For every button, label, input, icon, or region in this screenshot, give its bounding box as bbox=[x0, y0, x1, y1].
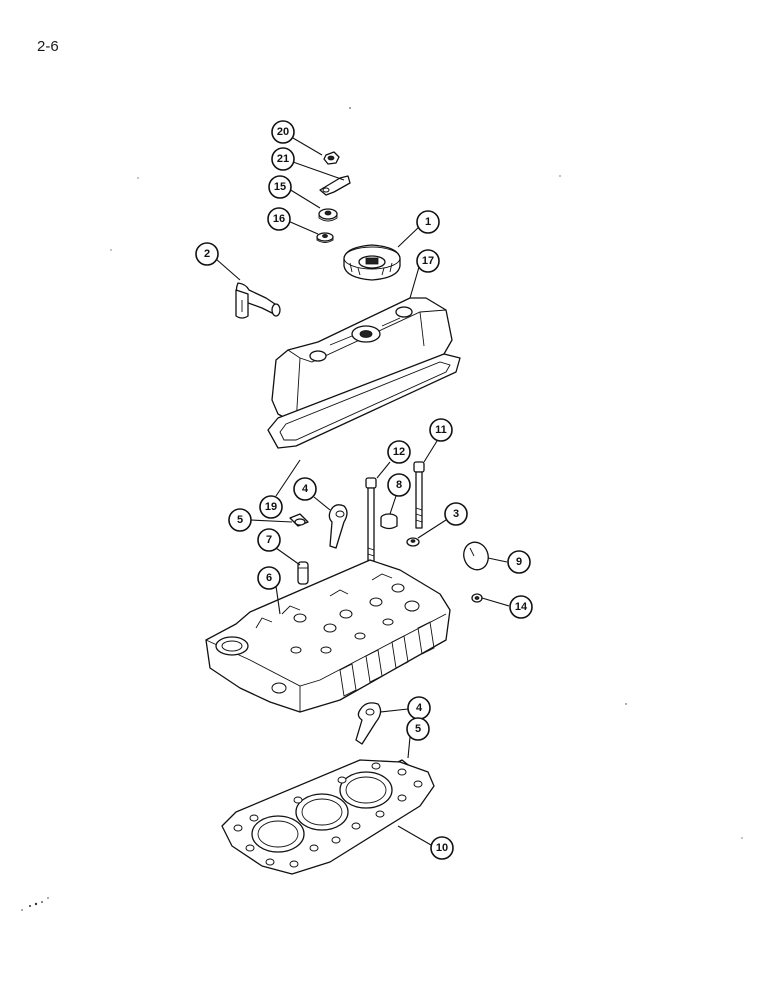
callout-11: 11 bbox=[429, 418, 453, 442]
part-lifting-eye-4-upper bbox=[328, 504, 348, 549]
callout-20: 20 bbox=[271, 120, 295, 144]
part-nut-20 bbox=[323, 151, 340, 165]
callout-2-label: 2 bbox=[204, 248, 210, 260]
callout-4-lower: 4 bbox=[407, 696, 431, 720]
part-breather-hose-2 bbox=[235, 282, 281, 319]
callout-4-upper-label: 4 bbox=[302, 483, 309, 495]
callout-6-label: 6 bbox=[266, 572, 272, 584]
callout-15-label: 15 bbox=[274, 181, 286, 193]
part-valve-cover-17 bbox=[271, 297, 453, 425]
leader-lines bbox=[215, 137, 510, 846]
scan-specks bbox=[21, 107, 743, 911]
callout-4-upper: 4 bbox=[293, 477, 317, 501]
part-expansion-plug-9 bbox=[463, 541, 489, 571]
callout-14-label: 14 bbox=[515, 601, 528, 613]
callout-17-label: 17 bbox=[422, 255, 434, 267]
callout-5-lower-label: 5 bbox=[415, 723, 421, 735]
part-washer-3 bbox=[406, 537, 420, 547]
part-bracket-21 bbox=[319, 175, 351, 196]
callout-19: 19 bbox=[259, 495, 283, 519]
part-oil-filler-cap-1 bbox=[343, 244, 401, 281]
callout-2: 2 bbox=[195, 242, 219, 266]
part-washer-15 bbox=[318, 208, 338, 222]
callout-21: 21 bbox=[271, 147, 295, 171]
callout-3-label: 3 bbox=[453, 508, 459, 520]
callout-20-label: 20 bbox=[277, 126, 289, 138]
part-head-gasket-10 bbox=[221, 759, 435, 875]
callout-8-label: 8 bbox=[396, 479, 402, 491]
callout-7-label: 7 bbox=[266, 534, 272, 546]
callout-12: 12 bbox=[387, 440, 411, 464]
part-stud-bolt-11 bbox=[413, 461, 425, 529]
callout-10-label: 10 bbox=[436, 842, 448, 854]
callout-11-label: 11 bbox=[435, 424, 447, 436]
callout-9-label: 9 bbox=[516, 556, 522, 568]
callout-17: 17 bbox=[416, 249, 440, 273]
part-seal-8 bbox=[380, 513, 398, 530]
callout-1: 1 bbox=[416, 210, 440, 234]
callout-8: 8 bbox=[387, 473, 411, 497]
part-washer-16 bbox=[316, 232, 334, 243]
callout-16: 16 bbox=[267, 207, 291, 231]
callout-7: 7 bbox=[257, 528, 281, 552]
callout-5-upper: 5 bbox=[228, 508, 252, 532]
part-plug-5-upper bbox=[289, 513, 309, 527]
callout-5-lower: 5 bbox=[406, 717, 430, 741]
part-rocker-cover-gasket-19 bbox=[267, 353, 461, 449]
callout-3: 3 bbox=[444, 502, 468, 526]
page-number: 2-6 bbox=[37, 38, 59, 55]
callout-16-label: 16 bbox=[273, 213, 285, 225]
callout-15: 15 bbox=[268, 175, 292, 199]
callout-19-label: 19 bbox=[265, 501, 277, 513]
callout-10: 10 bbox=[430, 836, 454, 860]
part-lifting-eye-4-lower bbox=[355, 702, 382, 745]
part-dowel-7 bbox=[297, 561, 309, 585]
callout-6: 6 bbox=[257, 566, 281, 590]
part-stud-bolt-12 bbox=[365, 477, 377, 571]
callout-14: 14 bbox=[509, 595, 533, 619]
callout-21-label: 21 bbox=[277, 153, 289, 165]
callout-4-lower-label: 4 bbox=[416, 702, 423, 714]
callout-12-label: 12 bbox=[393, 446, 405, 458]
callout-5-upper-label: 5 bbox=[237, 514, 243, 526]
callout-1-label: 1 bbox=[425, 216, 431, 228]
part-plug-14 bbox=[471, 593, 483, 603]
callout-9: 9 bbox=[507, 550, 531, 574]
part-cylinder-head-6 bbox=[205, 559, 451, 713]
